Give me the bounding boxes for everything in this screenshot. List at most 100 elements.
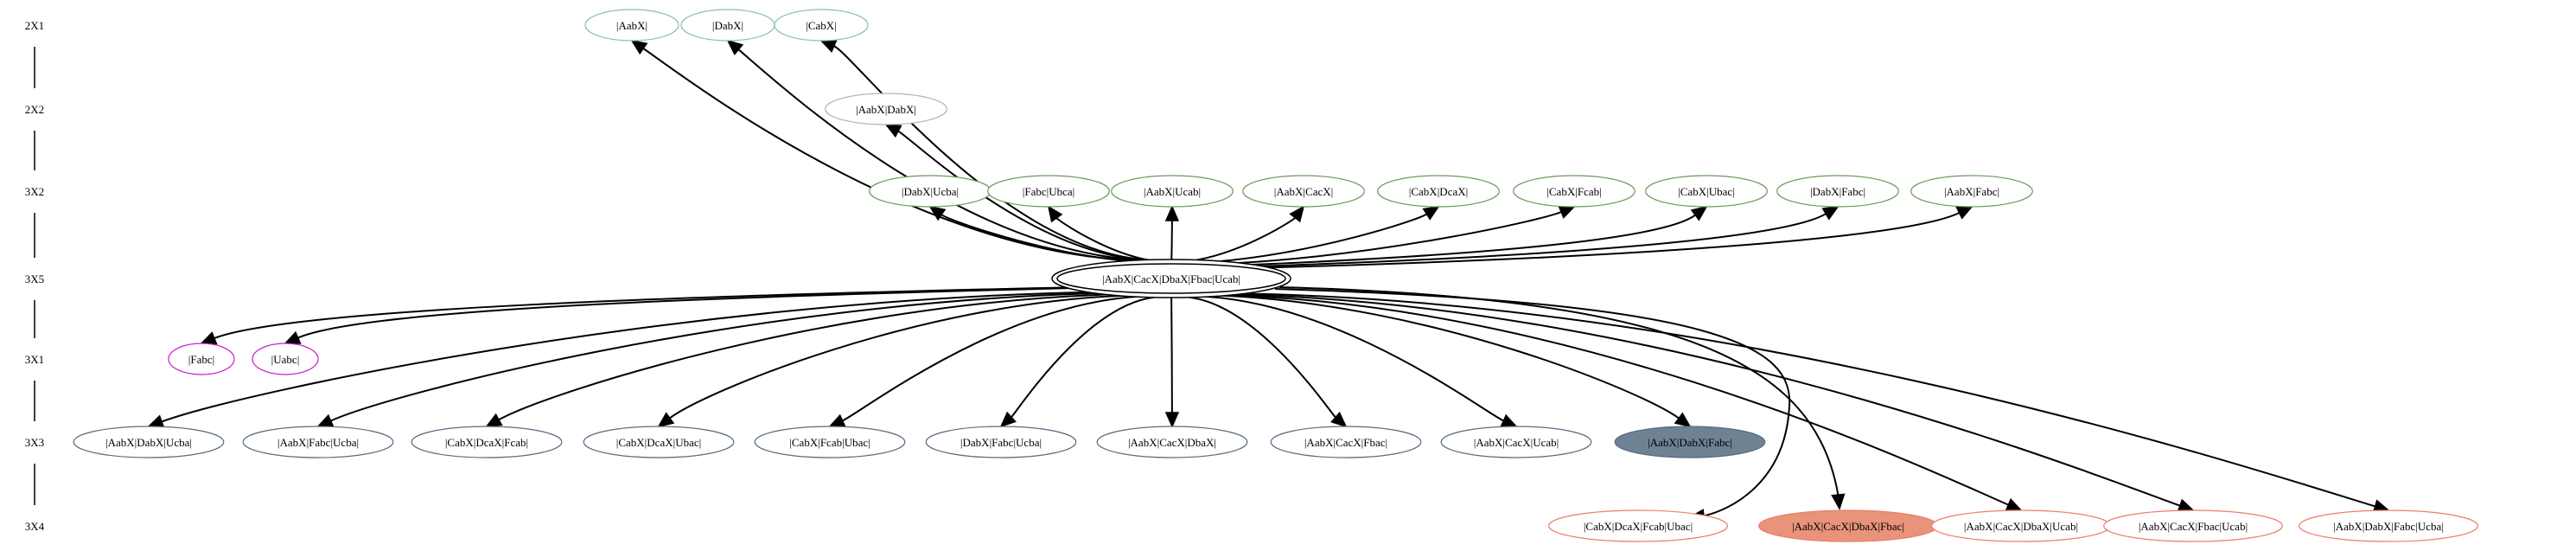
edge-n1 (642, 48, 1138, 262)
node-shape (1096, 426, 1248, 458)
node-n13[interactable]: |AabX|Fabc| (1910, 175, 2033, 208)
node-label: |AabX|DabX|Fabc| (1648, 436, 1732, 449)
node-n12[interactable]: |DabX|Fabc| (1776, 175, 1899, 208)
edge-n23 (1189, 296, 1336, 419)
edge-layer (147, 39, 2390, 523)
edge-n9 (1218, 213, 1428, 263)
node-label: |AabX|CacX|DbaX| (1128, 436, 1216, 449)
edge-n17 (330, 292, 1103, 422)
node-shape (825, 93, 947, 125)
node-label: |AabX|CacX|DbaX|Fbac| (1792, 520, 1904, 533)
node-n22[interactable]: |AabX|CacX|DbaX| (1096, 426, 1248, 458)
node-label: |AabX|Fabc|Ucba| (277, 436, 359, 449)
node-n30[interactable]: |AabX|DabX|Fabc|Ucba| (2299, 509, 2478, 542)
arrowhead (316, 413, 335, 427)
node-label: |CabX|Fcab|Ubac| (789, 436, 870, 449)
node-n25[interactable]: |AabX|DabX|Fabc| (1614, 426, 1766, 458)
node-n16[interactable]: |AabX|DabX|Ucba| (73, 426, 225, 458)
arrowhead (630, 39, 648, 55)
arrowhead (2177, 498, 2195, 513)
node-label: |AabX|CacX|DbaX|Fbac|Ucab| (1102, 272, 1240, 285)
node-n6[interactable]: |Fabc|Ubca| (987, 175, 1110, 208)
node-shape (1377, 175, 1500, 208)
node-n10[interactable]: |CabX|Fcab| (1513, 175, 1636, 208)
node-shape (252, 343, 319, 375)
node-center[interactable]: |AabX|CacX|DbaX|Fbac|Ucab| (1051, 259, 1291, 298)
node-shape (1910, 175, 2033, 208)
edge-n2 (737, 48, 1143, 261)
node-n14[interactable]: |Fabc| (168, 343, 235, 375)
node-shape (1270, 426, 1422, 458)
node-shape (1111, 175, 1234, 208)
node-n18[interactable]: |CabX|DcaX|Fcab| (411, 426, 563, 458)
node-n2[interactable]: |DabX| (680, 9, 775, 42)
node-n26[interactable]: |CabX|DcaX|Fcab|Ubac| (1548, 509, 1728, 542)
node-n29[interactable]: |AabX|CacX|Fbac|Ucab| (2103, 509, 2283, 542)
node-n28[interactable]: |AabX|CacX|DbaX|Ucab| (1931, 509, 2111, 542)
node-label: |AabX|CacX|Ucab| (1474, 436, 1559, 449)
arrowhead (928, 205, 947, 221)
node-n15[interactable]: |Uabc| (252, 343, 319, 375)
node-shape (754, 426, 906, 458)
node-n1[interactable]: |AabX| (584, 9, 679, 42)
arrowhead (1690, 205, 1708, 221)
node-n9[interactable]: |CabX|DcaX| (1377, 175, 1500, 208)
node-inner-ring (1056, 263, 1286, 294)
node-label: |DabX|Ucba| (902, 185, 959, 198)
edge-n26 (1274, 288, 1791, 517)
node-label: |CabX|DcaX|Ubac| (616, 436, 701, 449)
arrowhead (1674, 412, 1692, 428)
edge-n25 (1220, 294, 1680, 420)
arrowhead (1164, 205, 1180, 221)
node-n21[interactable]: |DabX|Fabc|Ucba| (925, 426, 1077, 458)
node-shape (411, 426, 563, 458)
node-n19[interactable]: |CabX|DcaX|Ubac| (583, 426, 735, 458)
node-n17[interactable]: |AabX|Fabc|Ucba| (242, 426, 394, 458)
edge-n16 (161, 291, 1096, 423)
edge-n29 (1230, 293, 2181, 507)
node-n11[interactable]: |CabX|Ubac| (1645, 175, 1768, 208)
node-n23[interactable]: |AabX|CacX|Fbac| (1270, 426, 1422, 458)
rank-label: 3X2 (25, 185, 44, 198)
node-label: |AabX|CacX|Fbac| (1304, 436, 1387, 449)
edge-n13 (1259, 212, 1961, 269)
node-n5[interactable]: |DabX|Ucba| (869, 175, 992, 208)
node-label: |Uabc| (271, 353, 300, 366)
edge-n5 (940, 214, 1128, 262)
node-n20[interactable]: |CabX|Fcab|Ubac| (754, 426, 906, 458)
arrowhead (1289, 205, 1305, 223)
edge-n30 (1237, 292, 2375, 508)
edge-n22 (1170, 297, 1173, 413)
node-label: |CabX| (806, 19, 837, 32)
node-label: |DabX| (712, 19, 743, 32)
node-shape (1440, 426, 1592, 458)
arrowhead (1330, 411, 1348, 428)
arrowhead (1164, 412, 1180, 428)
node-shape (1242, 175, 1365, 208)
node-label: |Fabc|Ubca| (1023, 185, 1075, 198)
edge-n15 (297, 286, 1079, 339)
node-n24[interactable]: |AabX|CacX|Ucab| (1440, 426, 1592, 458)
node-shape (73, 426, 225, 458)
node-label: |Fabc| (188, 353, 214, 366)
node-label: |DabX|Fabc| (1810, 185, 1865, 198)
arrowhead (1047, 205, 1063, 223)
node-label: |DabX|Fabc|Ucba| (960, 436, 1042, 449)
node-n7[interactable]: |AabX|Ucab| (1111, 175, 1234, 208)
node-n4[interactable]: |AabX|DabX| (825, 93, 947, 125)
node-label: |AabX|Fabc| (1944, 185, 1999, 198)
node-shape (583, 426, 735, 458)
node-outer-ring (1051, 259, 1291, 298)
node-label: |AabX| (616, 19, 647, 32)
node-n3[interactable]: |CabX| (774, 9, 869, 42)
arrowhead (819, 40, 838, 54)
node-shape (774, 9, 869, 42)
node-n27[interactable]: |AabX|CacX|DbaX|Fbac| (1758, 509, 1938, 542)
arrowhead (884, 124, 902, 138)
arrowhead (1955, 206, 1973, 220)
node-shape (1645, 175, 1768, 208)
node-shape (2299, 509, 2478, 542)
node-n8[interactable]: |AabX|CacX| (1242, 175, 1365, 208)
arrowhead (1500, 413, 1518, 427)
node-label: |AabX|CacX|DbaX|Ucab| (1964, 520, 2078, 533)
